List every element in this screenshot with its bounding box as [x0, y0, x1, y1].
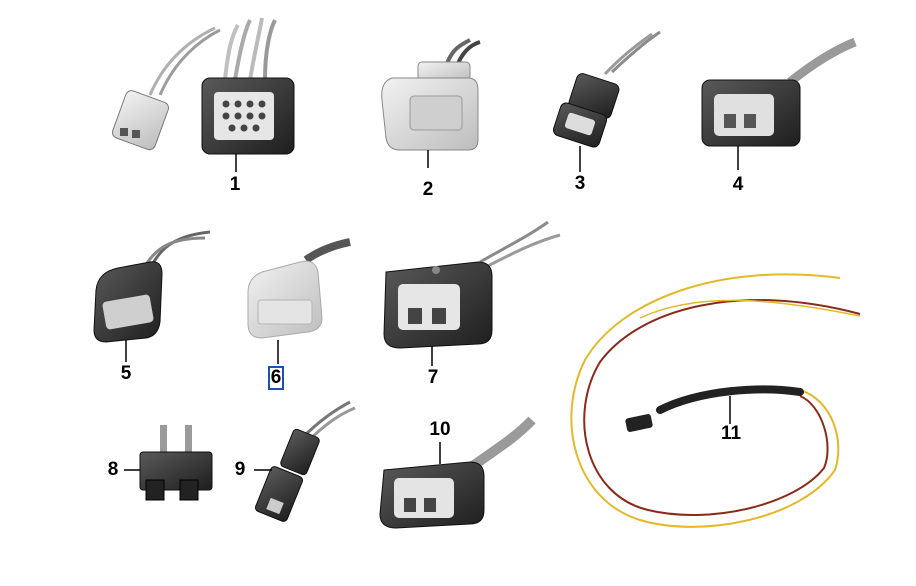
- part-10-connector[interactable]: [379, 416, 536, 529]
- callout-10[interactable]: 10: [429, 419, 451, 440]
- callout-7[interactable]: 7: [427, 367, 439, 388]
- callout-9[interactable]: 9: [234, 459, 246, 480]
- callout-11[interactable]: 11: [720, 423, 742, 444]
- part-4-connector[interactable]: [701, 37, 857, 170]
- part-7-connector[interactable]: [383, 220, 561, 366]
- part-5-connector[interactable]: [93, 230, 211, 362]
- callout-5[interactable]: 5: [120, 363, 132, 384]
- callout-3[interactable]: 3: [574, 173, 586, 194]
- callout-1[interactable]: 1: [229, 174, 241, 195]
- callout-8[interactable]: 8: [107, 459, 119, 480]
- part-9-connector[interactable]: [254, 400, 356, 523]
- callout-2[interactable]: 2: [422, 179, 434, 200]
- callout-4[interactable]: 4: [732, 174, 744, 195]
- part-2-connector[interactable]: [381, 38, 481, 168]
- part-8-connector[interactable]: [124, 425, 213, 501]
- part-6-connector[interactable]: [247, 238, 351, 364]
- part-11-wire-harness[interactable]: [570, 273, 861, 528]
- part-1-connectors[interactable]: [111, 17, 295, 172]
- callout-6[interactable]: 6: [268, 366, 284, 390]
- part-3-connector[interactable]: [552, 30, 661, 172]
